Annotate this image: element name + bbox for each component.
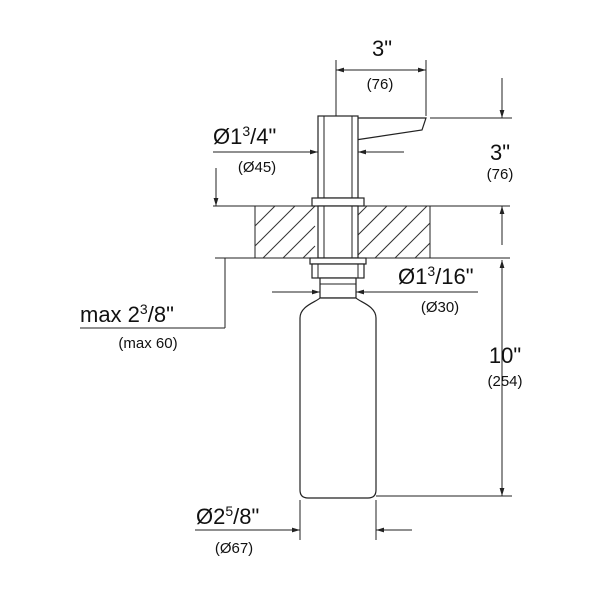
max-thickness-label: max 23/8" <box>80 301 174 327</box>
head-height-metric: (76) <box>487 166 514 183</box>
bottle-length-dimension: 10" (254) <box>376 260 523 497</box>
countertop-hatching <box>254 205 431 259</box>
max-thickness-dimension: max 23/8" (max 60) <box>80 168 226 352</box>
head-diameter-dimension: Ø13/4" (Ø45) <box>213 123 404 176</box>
lock-nut <box>309 257 367 265</box>
head-width-dimension: 3" (76) <box>335 36 427 116</box>
bottle-length-metric: (254) <box>487 373 522 390</box>
countertop <box>215 205 510 259</box>
flange <box>311 197 365 207</box>
bottle-neck <box>319 277 357 299</box>
shank <box>317 205 359 259</box>
nut-body <box>311 263 365 279</box>
max-thickness-metric: (max 60) <box>118 335 177 352</box>
bottle-diameter-label: Ø25/8" <box>196 503 259 529</box>
head-diameter-label: Ø13/4" <box>213 123 276 149</box>
head-height-label: 3" <box>490 140 510 165</box>
shank-diameter-dimension: Ø13/16" (Ø30) <box>272 263 478 316</box>
head-height-dimension: 3" (76) <box>430 78 513 245</box>
bottle-diameter-dimension: Ø25/8" (Ø67) <box>195 500 412 557</box>
soap-bottle <box>299 297 377 499</box>
shank-diameter-label: Ø13/16" <box>398 263 474 289</box>
head-width-label: 3" <box>372 36 392 61</box>
shank-diameter-metric: (Ø30) <box>421 299 459 316</box>
dispenser-body <box>299 115 427 499</box>
head-width-metric: (76) <box>367 76 394 93</box>
bottle-length-label: 10" <box>489 343 521 368</box>
bottle-diameter-metric: (Ø67) <box>215 540 253 557</box>
head-diameter-metric: (Ø45) <box>238 159 276 176</box>
